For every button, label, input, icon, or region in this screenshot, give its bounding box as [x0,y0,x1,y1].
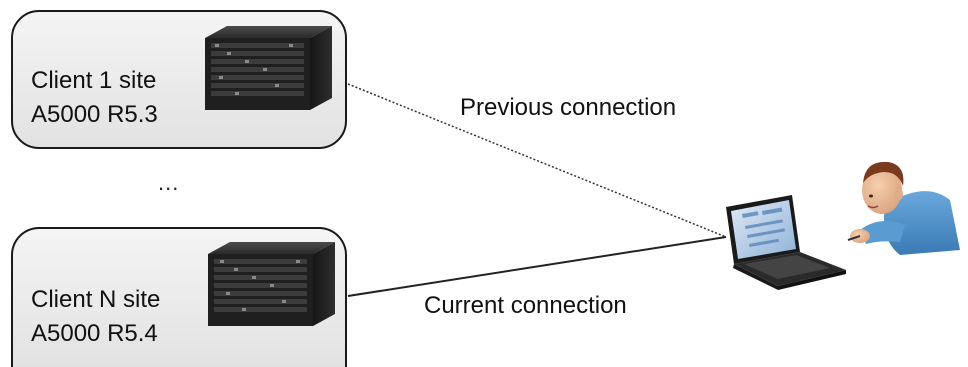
client-n-site-label: Client N site A5000 R5.4 [31,283,160,351]
previous-connection-label: Previous connection [460,94,677,121]
current-connection-label: Current connection [424,292,627,319]
client-1-site-label: Client 1 site A5000 R5.3 [31,64,158,132]
ellipsis: ... [158,170,180,195]
client-1-site-version: A5000 R5.3 [31,101,158,128]
client-n-site-name: Client N site [31,286,161,313]
client-1-site-name: Client 1 site [31,67,157,94]
technician-person-icon [847,161,960,255]
laptop-icon [726,195,846,290]
client-n-site-version: A5000 R5.4 [31,320,158,347]
current-connection-line [347,236,727,297]
server-rack-icon [208,242,335,326]
previous-connection-line [347,83,727,238]
server-rack-icon [205,26,332,110]
